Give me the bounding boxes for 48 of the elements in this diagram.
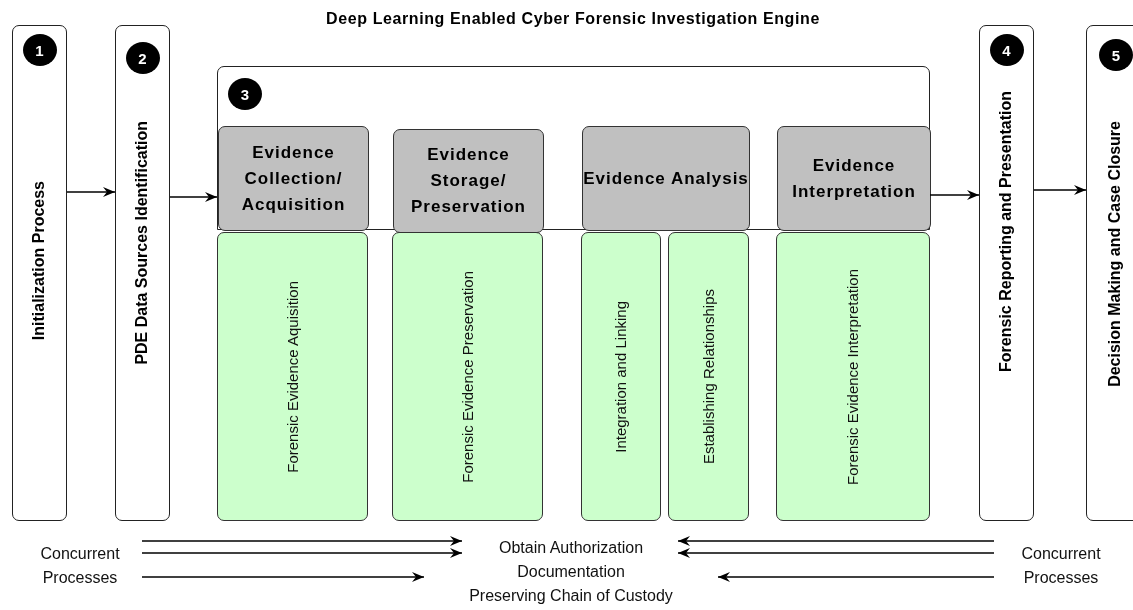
arrow: [717, 572, 995, 582]
process-note: Preserving Chain of Custody: [469, 586, 673, 606]
phase-label: Forensic Reporting and Presentation: [996, 91, 1015, 372]
phase-label: Initialization Process: [29, 181, 48, 341]
engine-container: [217, 66, 930, 230]
arrow: [141, 548, 463, 558]
stage-box: [582, 126, 750, 231]
step-number-badge: 1: [22, 34, 57, 66]
phase-label: Decision Making and Case Closure: [1106, 121, 1124, 387]
activity-label: Integration and Linking: [611, 300, 630, 453]
stage-title: Evidence Analysis: [583, 167, 749, 190]
activity-box: [776, 232, 930, 521]
arrow: [677, 536, 995, 546]
process-column: [12, 25, 67, 521]
activity-label: Forensic Evidence Aquisition: [282, 280, 302, 473]
step-number-badge: 5: [1099, 39, 1133, 71]
step-number-badge: 3: [228, 78, 262, 110]
stage-box: [777, 126, 931, 231]
stage-box: [218, 126, 369, 231]
activity-box: [668, 232, 749, 521]
side-label: Concurrent Processes: [39, 544, 121, 588]
activity-box: [581, 232, 661, 521]
arrow: [929, 190, 980, 200]
stage-title: Evidence Interpretation: [791, 154, 917, 203]
side-label: Concurrent Processes: [1020, 544, 1102, 588]
process-column: [115, 25, 170, 521]
phase-label: PDE Data Sources Identification: [132, 121, 151, 365]
arrow: [1033, 185, 1087, 195]
activity-label: Establishing Relationships: [698, 288, 718, 465]
activity-label: Forensic Evidence Interpretation: [843, 268, 862, 485]
step-number-badge: 4: [989, 34, 1024, 66]
process-column: [979, 25, 1034, 521]
activity-box: [217, 232, 368, 521]
arrow: [66, 187, 116, 197]
process-column: [1086, 25, 1133, 521]
step-number-badge: 2: [125, 42, 160, 74]
arrow: [141, 572, 425, 582]
stage-title: Evidence Collection/ Acquisition: [240, 141, 347, 216]
stage-title: Evidence Storage/ Preservation: [410, 144, 527, 218]
activity-box: [392, 232, 543, 521]
stage-box: [393, 129, 544, 233]
arrow: [677, 548, 995, 558]
activity-label: Forensic Evidence Preservation: [457, 270, 477, 483]
process-note: Obtain Authorization: [498, 538, 644, 558]
process-note: Documentation: [517, 562, 625, 582]
diagram-title: Deep Learning Enabled Cyber Forensic Investigation Engine: [325, 9, 821, 29]
arrow: [141, 536, 463, 546]
arrow: [169, 192, 218, 202]
